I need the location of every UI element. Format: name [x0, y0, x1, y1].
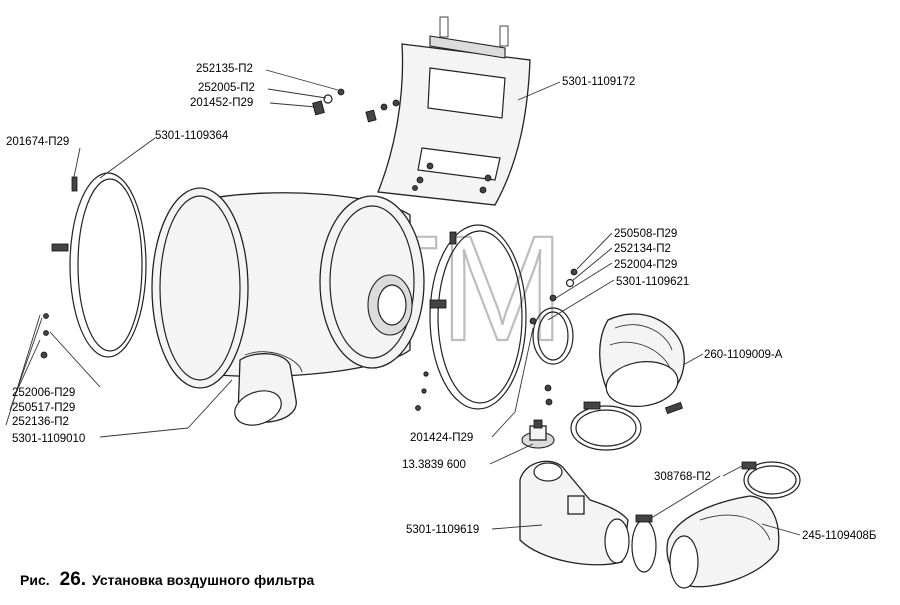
- label-1109621: 5301-1109621: [616, 276, 689, 288]
- label-201452: 201452-П29: [190, 97, 253, 109]
- elbow-pipe-lower: [666, 495, 780, 589]
- hose-clamp-lower: [631, 514, 657, 573]
- caption-prefix: Рис.: [20, 572, 50, 588]
- label-201424: 201424-П29: [410, 432, 473, 444]
- elbow-pipe-upper: [599, 313, 685, 407]
- label-3839600: 13.3839 600: [402, 459, 466, 471]
- intake-pipe-lower: [519, 460, 630, 566]
- label-252006: 252006-П29: [12, 387, 75, 399]
- label-1109408: 245-1109408Б: [802, 530, 876, 542]
- clamp-band-left: [40, 172, 147, 359]
- clamp-band-right: [415, 224, 527, 411]
- label-252135: 252135-П2: [196, 63, 253, 75]
- caption-number: 26.: [60, 569, 86, 590]
- figure-caption: Рис. 26. Установка воздушного фильтра: [20, 569, 314, 590]
- label-1109364: 5301-1109364: [155, 130, 229, 142]
- leader-lines: [5, 69, 801, 536]
- mounting-bracket: [377, 16, 531, 206]
- label-308768: 308768-П2: [654, 471, 711, 483]
- caption-title: Установка воздушного фильтра: [92, 572, 314, 588]
- label-1109172: 5301-1109172: [562, 76, 635, 88]
- label-1109009: 260-1109009-А: [704, 349, 783, 361]
- label-252005: 252005-П2: [198, 82, 255, 94]
- label-252004: 252004-П29: [614, 259, 677, 271]
- label-1109010: 5301-1109010: [12, 433, 85, 445]
- label-252134: 252134-П2: [614, 243, 671, 255]
- hose-clamp-right: [741, 461, 801, 499]
- label-250508: 250508-П29: [614, 228, 677, 240]
- bolt-set-top: [312, 88, 377, 123]
- hose-clamp-middle: [544, 384, 684, 451]
- filter-housing: [151, 187, 425, 426]
- label-1109619: 5301-1109619: [406, 524, 479, 536]
- label-250517: 250517-П29: [12, 402, 75, 414]
- label-252136: 252136-П2: [12, 416, 69, 428]
- label-201674: 201674-П29: [6, 136, 69, 148]
- small-clamp: [529, 268, 578, 365]
- pressure-sensor: [521, 419, 555, 449]
